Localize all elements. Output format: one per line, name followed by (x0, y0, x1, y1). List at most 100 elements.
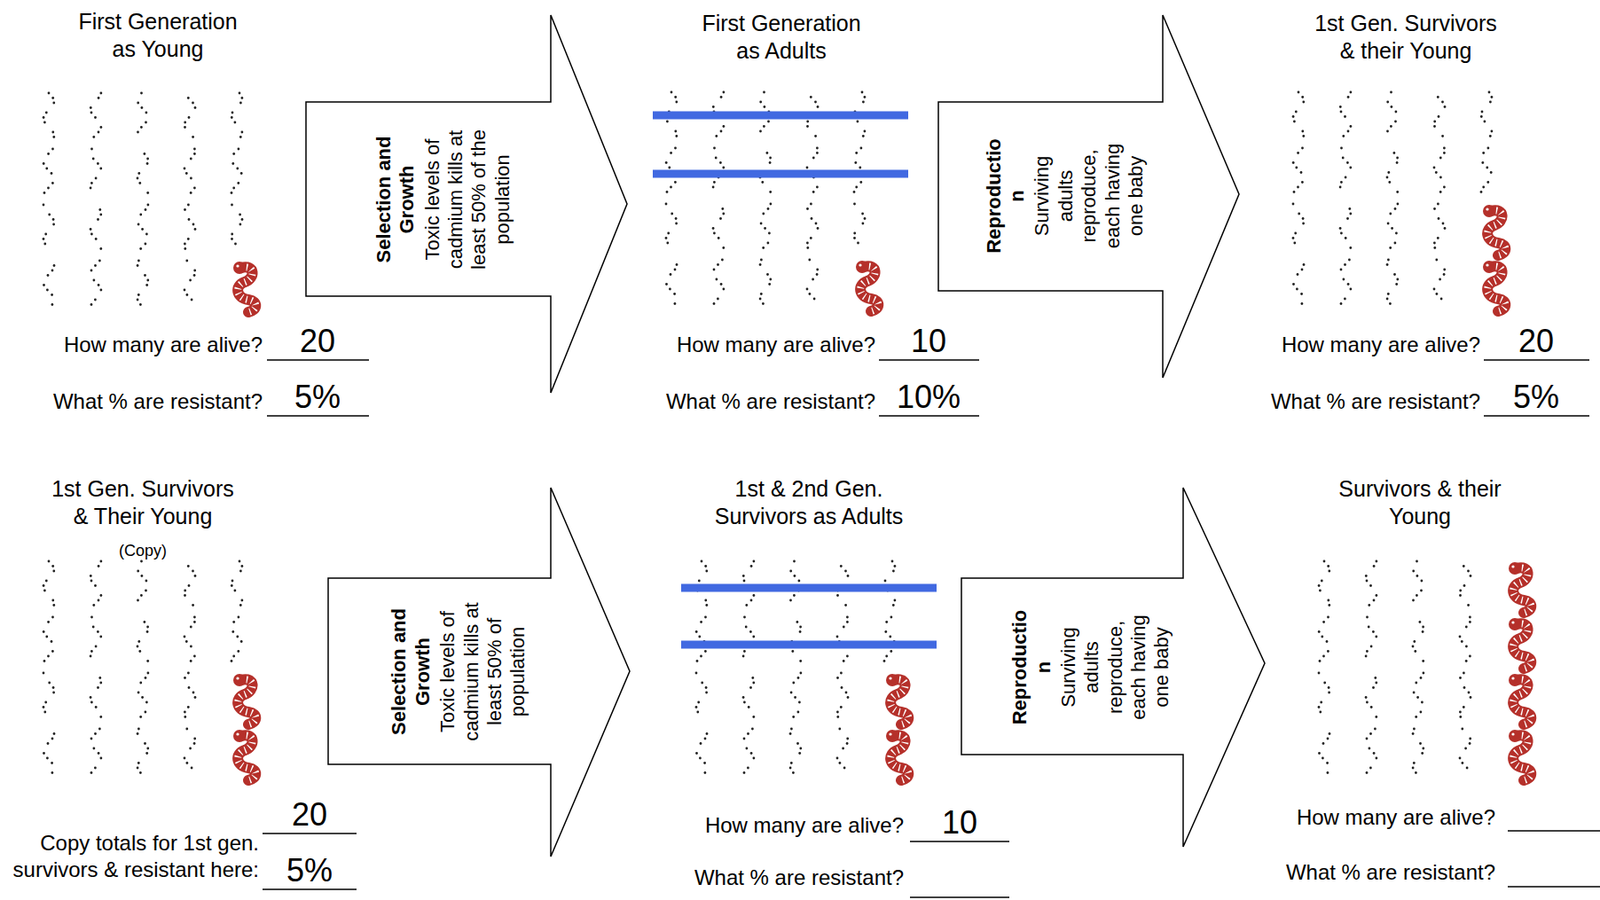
worm-dot (193, 148, 197, 151)
worm-dot (790, 691, 793, 695)
worm-dot (704, 650, 707, 653)
worm-dot (742, 696, 746, 699)
worm-dot (1296, 273, 1300, 276)
worm-eye (1511, 620, 1514, 624)
worm-dot (704, 616, 707, 620)
question-text: What % are resistant? (666, 388, 876, 416)
worm-dot (51, 564, 55, 568)
worm-dot (666, 190, 669, 194)
arrow-text-column: Selection and GrowthToxic levels of cadm… (323, 106, 564, 293)
worm-dot (143, 742, 147, 746)
worm-dot (1438, 278, 1442, 282)
worm-body (1513, 679, 1531, 725)
worm-dot (43, 711, 47, 714)
answer-line (262, 888, 357, 891)
worm-dot (1443, 227, 1447, 230)
worm-dot (51, 303, 55, 306)
worm-dot (891, 560, 895, 564)
worm-dot (183, 289, 187, 292)
worm-dot (716, 298, 720, 301)
worm-dot (747, 705, 751, 709)
worm-dot (147, 672, 150, 675)
worm-dot (237, 616, 241, 620)
arrow-shape (328, 487, 630, 857)
worm-dot (750, 752, 753, 755)
worm-dot (97, 752, 101, 755)
worm-dot (47, 620, 50, 624)
worm-dot (1416, 696, 1420, 699)
worm-dot (1433, 207, 1436, 211)
worm-dot (1387, 292, 1390, 296)
worm-eye (1485, 263, 1489, 267)
worm-dot (100, 289, 103, 292)
worm-dot (1415, 594, 1419, 597)
worm-dot (241, 131, 244, 134)
worm-dot (836, 594, 840, 597)
worm-dot (47, 92, 51, 95)
worm-dot (193, 616, 197, 620)
worm-dot (239, 570, 243, 573)
worm-dot (46, 757, 49, 761)
worm-dot (1317, 672, 1321, 675)
worm-dot (193, 655, 197, 659)
worm-dot (1441, 101, 1444, 104)
worm-dot (146, 157, 150, 161)
worm-dot (145, 233, 149, 236)
worm-dot (815, 273, 819, 276)
worm-dot (1482, 186, 1485, 189)
worm-dot (1390, 227, 1394, 230)
answer-lines (262, 360, 1600, 898)
worm-dot (1370, 645, 1373, 649)
worm-dot (712, 105, 715, 109)
question-text: What % are resistant? (1286, 859, 1496, 887)
worm-dot (767, 242, 770, 245)
worm-dot (1488, 91, 1491, 95)
worm-dot (185, 259, 189, 263)
worm-dot (136, 177, 140, 181)
worm-dot (53, 264, 56, 267)
worm-dot (1462, 672, 1466, 675)
worm-dot (890, 616, 894, 620)
worm-dot (144, 589, 148, 593)
worm-dot (193, 742, 197, 746)
worm-dot (749, 630, 753, 634)
worm-dot (90, 701, 94, 705)
worm-dot (42, 162, 46, 165)
question-text: What % are resistant? (53, 388, 263, 416)
worm-dot (1416, 574, 1420, 578)
worm-dot (806, 242, 809, 245)
worm-dot (799, 659, 802, 663)
worm-dot (139, 213, 142, 217)
worm-dot (809, 203, 813, 206)
worm-dot (806, 120, 809, 124)
worm-dot (846, 737, 849, 741)
worm-dot (675, 263, 679, 267)
worm-dot (42, 705, 46, 709)
worm-dot (809, 95, 813, 99)
arrow-shape (938, 15, 1240, 378)
worm-dot (674, 222, 678, 226)
worm-dot (234, 121, 237, 125)
worm-dot (1343, 263, 1347, 267)
worm-dot (1421, 630, 1425, 634)
worm-dot (1301, 180, 1304, 184)
worm-dot (43, 243, 47, 246)
worm-dot (861, 212, 864, 216)
worm-dot (46, 289, 49, 292)
worm-dot (861, 91, 864, 95)
worm-dot (1317, 705, 1321, 709)
worm-dot (853, 232, 856, 236)
worm-dot (100, 757, 103, 761)
worm-dot (136, 645, 140, 649)
worm-dot (816, 227, 820, 230)
worm-dot (144, 121, 148, 125)
worm-dot (768, 161, 772, 165)
worm-dot (1326, 564, 1330, 568)
worm-dot (194, 227, 197, 231)
worm-dot (1327, 691, 1331, 695)
worm-dot (854, 151, 858, 155)
worm-dot (1301, 130, 1304, 134)
worm-body (1513, 567, 1531, 613)
worm-dot (187, 564, 190, 568)
worm-dot (1301, 101, 1305, 104)
